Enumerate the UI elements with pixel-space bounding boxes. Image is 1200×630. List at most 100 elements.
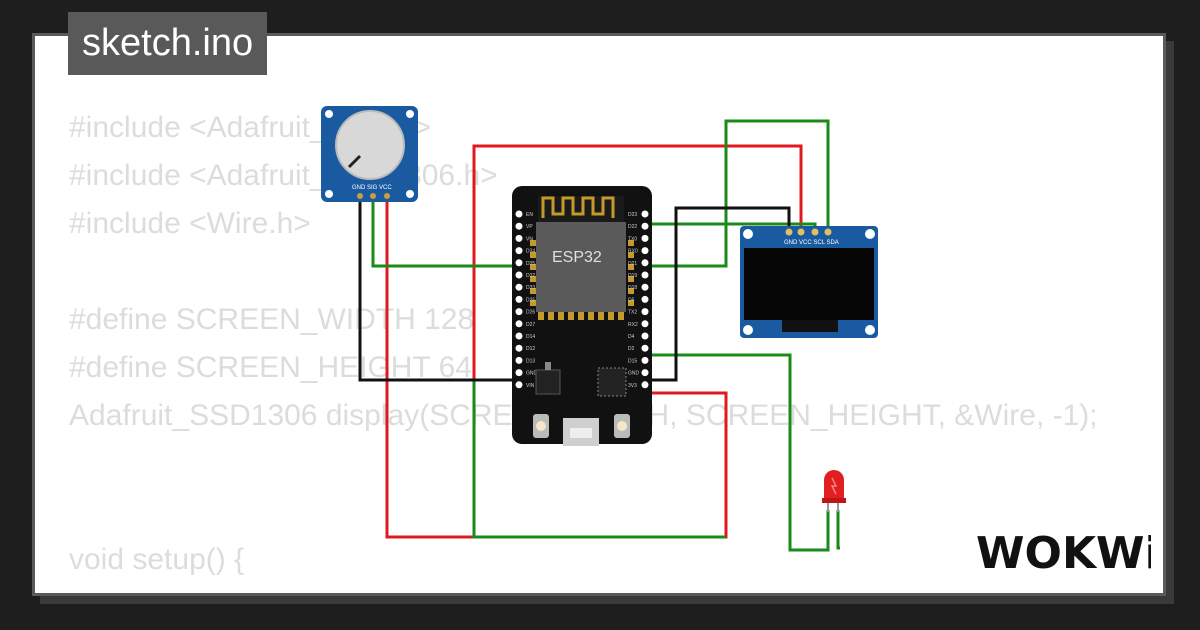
esp32-pin-d26[interactable]: [515, 308, 523, 316]
esp32-pin-label: D21: [628, 261, 637, 267]
esp32-pin-d22[interactable]: [641, 222, 649, 230]
esp32-pin-d2[interactable]: [641, 344, 649, 352]
castellation-pad: [530, 240, 536, 246]
castellation-pad: [628, 240, 634, 246]
esp32-label: ESP32: [552, 249, 602, 266]
knob-indicator: [347, 154, 362, 169]
esp32-pin-label: D13: [526, 358, 535, 364]
esp32-pin-label: D23: [628, 212, 637, 218]
code-line: void setup() {: [69, 543, 245, 576]
esp32-pin-rx0[interactable]: [641, 247, 649, 255]
esp32-pin-tx2[interactable]: [641, 308, 649, 316]
esp32-pin-label: RX0: [628, 249, 638, 255]
wire-red-vcc-oled: [385, 144, 803, 539]
esp32-pin-tx0[interactable]: [641, 234, 649, 242]
oled-display[interactable]: GND VCC SCL SDA: [740, 226, 878, 338]
esp32-pin-label: GND: [628, 371, 640, 377]
esp32-pin-d25[interactable]: [515, 295, 523, 303]
esp32-pin-label: D34: [526, 249, 535, 255]
frame-shadow-bottom: [40, 596, 1174, 604]
castellation-pad: [588, 312, 594, 320]
esp32-board[interactable]: ESP32 ENVPVND34D35D32D33D25D26D27D14D12D…: [512, 186, 652, 446]
esp32-pin-label: D25: [526, 297, 535, 303]
esp32-pin-d27[interactable]: [515, 320, 523, 328]
castellation-pad: [598, 312, 604, 320]
esp32-pin-d21[interactable]: [641, 259, 649, 267]
wire-black-pot-gnd: [358, 196, 518, 382]
wire-green-sda: [645, 119, 830, 268]
castellation-pad: [530, 252, 536, 258]
esp32-pin-d5[interactable]: [641, 295, 649, 303]
esp32-pin-vin[interactable]: [515, 381, 523, 389]
wire-green-led-cathode: [836, 510, 840, 550]
wire-green-pot-sig: [371, 196, 518, 268]
code-line: #define SCREEN_WIDTH 128: [69, 303, 475, 336]
esp32-pin-gnd[interactable]: [515, 369, 523, 377]
esp32-pin-3v3[interactable]: [641, 381, 649, 389]
esp32-pin-d4[interactable]: [641, 332, 649, 340]
esp32-pin-headers: ENVPVND34D35D32D33D25D26D27D14D12D13GNDV…: [515, 210, 649, 389]
castellation-pad: [530, 300, 536, 306]
esp32-pin-d23[interactable]: [641, 210, 649, 218]
esp32-pin-label: GND: [526, 371, 538, 377]
castellation-pad: [558, 312, 564, 320]
esp32-pin-label: RX2: [628, 322, 638, 328]
esp32-pin-label: EN: [526, 212, 533, 218]
esp32-pin-d12[interactable]: [515, 344, 523, 352]
castellation-pad: [628, 252, 634, 258]
esp32-pin-en[interactable]: [515, 210, 523, 218]
oled-pin-label: GND VCC SCL SDA: [784, 240, 839, 246]
led[interactable]: [822, 470, 846, 512]
castellation-pad: [618, 312, 624, 320]
esp32-pin-label: D15: [628, 358, 637, 364]
esp32-pin-vp[interactable]: [515, 222, 523, 230]
wokwi-logo-text: WOKWi: [976, 528, 1151, 578]
esp32-pin-d18[interactable]: [641, 283, 649, 291]
esp32-pin-label: D18: [628, 285, 637, 291]
wire-black-oled-gnd: [645, 206, 791, 382]
esp32-pin-gnd[interactable]: [641, 369, 649, 377]
castellation-pad: [538, 312, 544, 320]
castellation-pad: [628, 288, 634, 294]
esp32-pin-d19[interactable]: [641, 271, 649, 279]
frame-shadow-right: [1166, 41, 1174, 604]
wires: [358, 119, 840, 552]
esp32-pin-label: D12: [526, 346, 535, 352]
wire-green-led-gnd: [474, 510, 840, 548]
castellation-pad: [578, 312, 584, 320]
esp32-pin-label: TX2: [628, 310, 637, 316]
esp32-pin-vn[interactable]: [515, 234, 523, 242]
esp32-pin-label: VN: [526, 236, 533, 242]
potentiometer[interactable]: GND SIG VCC: [321, 106, 418, 202]
esp32-pin-label: D19: [628, 273, 637, 279]
wokwi-logo: WOKWi: [976, 528, 1151, 578]
antenna-trace: [541, 196, 615, 218]
esp32-pin-d14[interactable]: [515, 332, 523, 340]
esp32-pin-label: 3V3: [628, 383, 637, 389]
esp32-pin-label: D4: [628, 334, 635, 340]
castellation-pad: [548, 312, 554, 320]
esp32-pin-d15[interactable]: [641, 356, 649, 364]
code-line: Serial.begin(115200);: [69, 584, 1098, 593]
esp32-pin-label: D27: [526, 322, 535, 328]
esp32-pin-d32[interactable]: [515, 271, 523, 279]
pot-pin-label: GND SIG VCC: [352, 185, 392, 191]
module-castellations: [530, 240, 634, 320]
esp32-pin-label: D32: [526, 273, 535, 279]
esp32-pin-label: D14: [526, 334, 535, 340]
castellation-pad: [628, 276, 634, 282]
castellation-pad: [568, 312, 574, 320]
esp32-pin-d35[interactable]: [515, 259, 523, 267]
esp32-pin-d33[interactable]: [515, 283, 523, 291]
esp32-pin-label: D2: [628, 346, 635, 352]
castellation-pad: [530, 288, 536, 294]
esp32-pin-label: D22: [628, 224, 637, 230]
esp32-pin-label: VIN: [526, 383, 535, 389]
file-tab[interactable]: sketch.ino: [68, 12, 268, 75]
esp32-pin-d13[interactable]: [515, 356, 523, 364]
castellation-pad: [628, 300, 634, 306]
esp32-pin-rx2[interactable]: [641, 320, 649, 328]
esp32-pin-label: D5: [628, 297, 635, 303]
esp32-pin-d34[interactable]: [515, 247, 523, 255]
